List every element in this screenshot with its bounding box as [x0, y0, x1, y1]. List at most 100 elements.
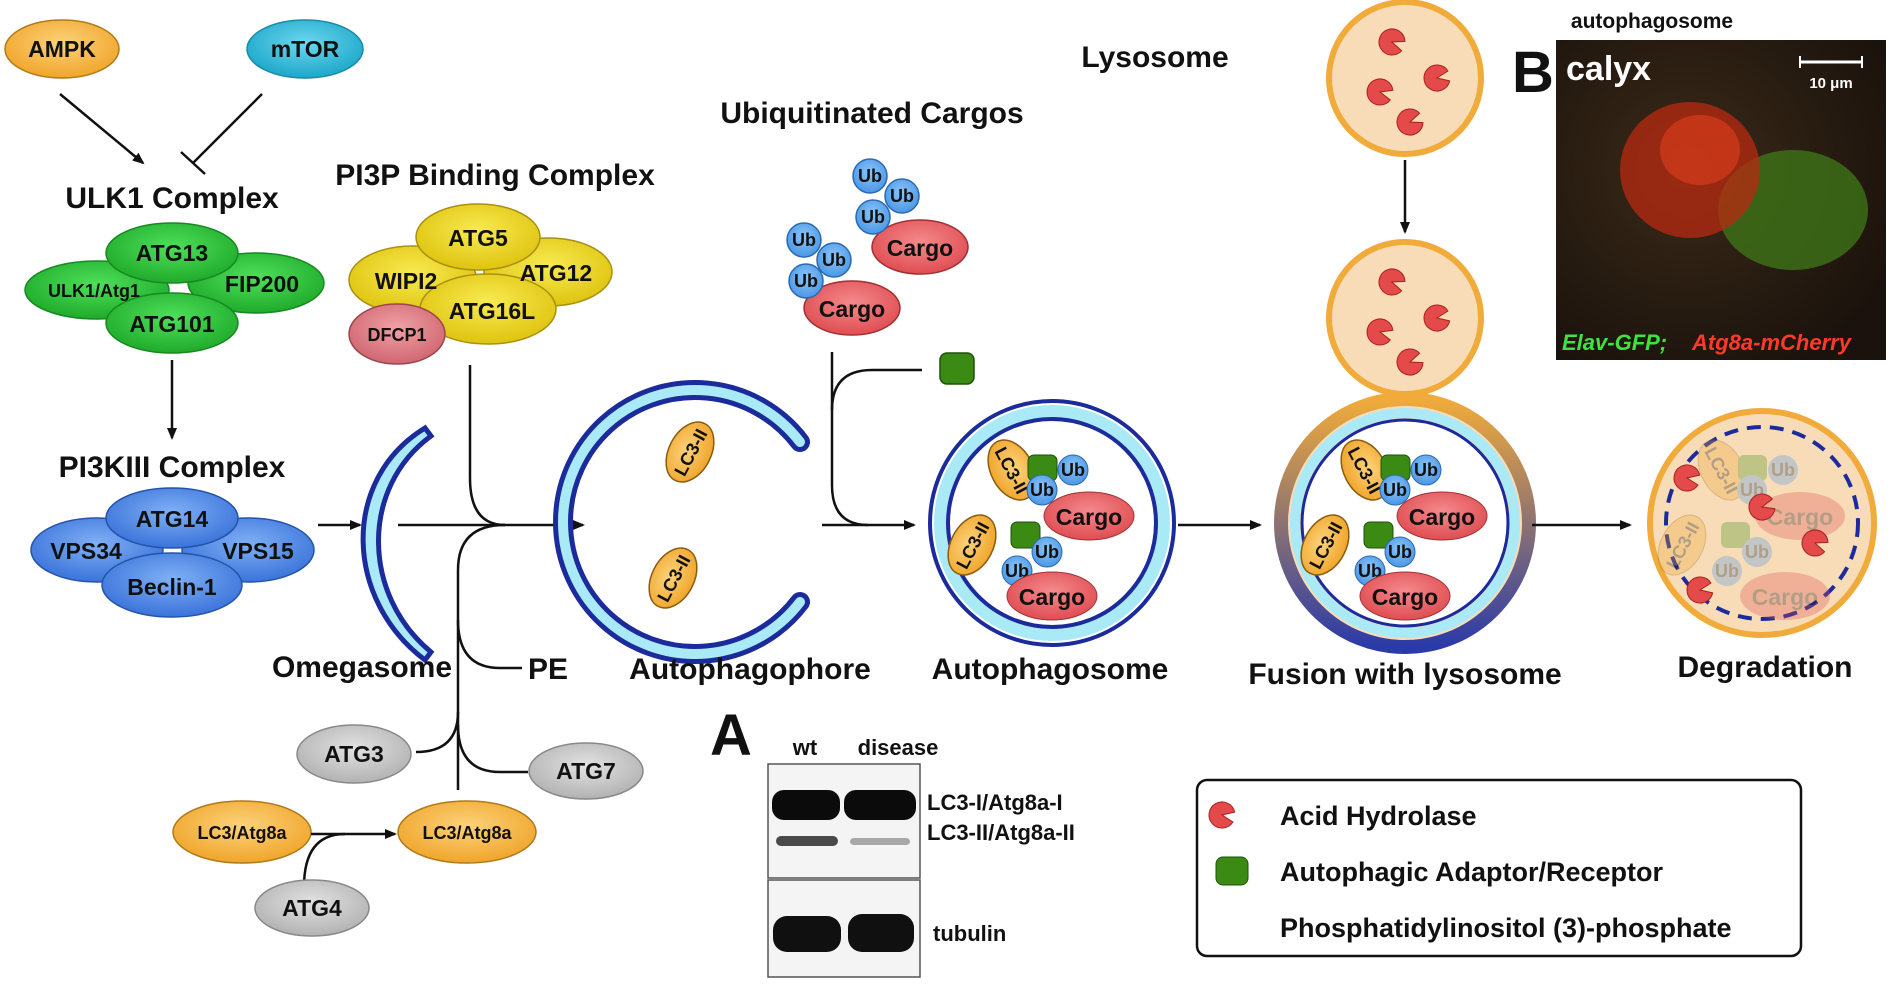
ub-top-1 — [852, 158, 888, 194]
lc3-processed-label: LC3/Atg8a — [422, 823, 512, 843]
fusion-cargo-2 — [1359, 571, 1451, 621]
fusion-ub-1b — [1379, 474, 1411, 506]
autophagosome-ub-2b-label: Ub — [1005, 561, 1029, 581]
autophagosome-cargo-2-label: Cargo — [1019, 584, 1085, 610]
cargo-incoming-line — [830, 352, 869, 527]
atg3-label: ATG3 — [324, 741, 384, 767]
atg4-node — [254, 879, 370, 937]
ulk1-complex-title: ULK1 Complex — [65, 182, 279, 215]
fusion-ub-2a-label: Ub — [1388, 542, 1412, 562]
degraded-adaptor-1 — [1738, 455, 1767, 481]
atg7-label: ATG7 — [556, 758, 616, 784]
degraded-ub-3-label: Ub — [1745, 542, 1769, 562]
vps15-label: VPS15 — [222, 538, 294, 564]
autophagosome-ub-1b-label: Ub — [1030, 480, 1054, 500]
pe-label: PE — [528, 653, 568, 686]
legend-adaptor-receptor: Autophagic Adaptor/Receptor — [1280, 857, 1664, 887]
atg14-node — [105, 487, 239, 549]
blot-lane-disease: disease — [858, 735, 939, 760]
conjugation-main-line — [456, 523, 506, 790]
autophagosome-ub-1a — [1057, 454, 1089, 486]
degraded-cargo-1 — [1755, 492, 1845, 540]
ampk-node — [4, 19, 120, 79]
panel-b-letter: B — [1512, 40, 1554, 105]
autophagosome-ub-1b — [1026, 474, 1058, 506]
fusion-lc3ii-2 — [1300, 514, 1350, 576]
atg12-label: ATG12 — [520, 260, 592, 286]
degraded-adaptor-2 — [1721, 522, 1750, 548]
adaptor-receptor-icon — [1215, 856, 1249, 886]
wipi2-label: WIPI2 — [375, 268, 438, 294]
hydrolase-icon — [1423, 304, 1451, 332]
fusion-adaptor-2 — [1363, 521, 1394, 549]
lysosome-top — [1326, 0, 1484, 157]
autophagosome-ub-2a — [1031, 536, 1063, 568]
blot-label-tubulin: tubulin — [933, 921, 1006, 946]
fusion-label: Fusion with lysosome — [1248, 658, 1561, 691]
fusion-lumen-ring — [1290, 408, 1520, 638]
hydrolase-group — [1366, 28, 1451, 376]
atg101-node — [105, 292, 239, 354]
degraded-cargo-1-label: Cargo — [1767, 504, 1833, 530]
lysosome-label: Lysosome — [1081, 41, 1228, 74]
dfcp1-node — [348, 303, 446, 365]
fusion-ub-2b-label: Ub — [1358, 561, 1382, 581]
hydrolase-icon — [1673, 464, 1701, 492]
degraded-ub-3 — [1742, 537, 1772, 567]
phagophore-lc3ii-1 — [665, 421, 715, 483]
panel-a-letter: A — [710, 703, 752, 768]
ampk-label: AMPK — [28, 36, 96, 62]
degradation-label: Degradation — [1677, 651, 1852, 684]
autophagosome-adaptor-2 — [1010, 521, 1041, 549]
omegasome-label: Omegasome — [272, 651, 452, 684]
ub-bottom-1-label: Ub — [792, 230, 816, 250]
atg3-branch — [415, 711, 460, 754]
atg4-label: ATG4 — [282, 895, 342, 921]
autophagosome-ub-1a-label: Ub — [1061, 460, 1085, 480]
blot-label-lc3ii: LC3-II/Atg8a-II — [927, 820, 1075, 845]
atg14-label: ATG14 — [136, 506, 209, 532]
blot-band-tubulin-disease — [848, 914, 914, 952]
dfcp1-label: DFCP1 — [367, 325, 426, 345]
degraded-ub-1 — [1768, 455, 1798, 485]
blot-band-lc3i-wt — [772, 790, 840, 820]
degraded-contents: LC3-II Ub Ub Cargo LC3-II Ub Ub Cargo — [1657, 439, 1845, 620]
adaptor-receptor-square — [939, 352, 975, 385]
blot-label-lc3i: LC3-I/Atg8a-I — [927, 790, 1063, 815]
micrograph-caption-green: Elav-GFP; — [1562, 330, 1667, 355]
micrograph-red-signal-core — [1660, 115, 1740, 185]
legend-box — [1195, 778, 1803, 958]
degraded-ub-1-label: Ub — [1771, 460, 1795, 480]
ub-top-2-label: Ub — [890, 186, 914, 206]
ub-top-3-label: Ub — [861, 207, 885, 227]
atg5-label: ATG5 — [448, 225, 508, 251]
autophagosome-cargo-1 — [1043, 491, 1135, 541]
fusion-complex-1: LC3-II Ub Ub Cargo — [1340, 439, 1488, 541]
mtor-label: mTOR — [271, 36, 340, 62]
ub-top-1-label: Ub — [858, 166, 882, 186]
cargos-title: Ubiquitinated Cargos — [720, 97, 1023, 130]
blot-lane-wt: wt — [792, 735, 818, 760]
autophagosome-cargo-1-label: Cargo — [1056, 504, 1122, 530]
hydrolase-icon — [1801, 529, 1829, 557]
atg101-label: ATG101 — [129, 311, 214, 337]
atg16l-label: ATG16L — [449, 298, 535, 324]
ub-bottom-2 — [816, 242, 852, 278]
vps34-label: VPS34 — [50, 538, 122, 564]
atg7-node — [528, 742, 644, 800]
panel-b-title: autophagosome — [1571, 10, 1733, 33]
degraded-lc3ii-1 — [1697, 439, 1747, 501]
blot-band-lc3ii-disease — [850, 838, 910, 845]
pi3p-complex-title: PI3P Binding Complex — [335, 159, 655, 192]
hydrolase-icon — [1396, 348, 1424, 376]
autophagosome-complex-2: LC3-II Ub Ub Cargo — [947, 514, 1098, 621]
cargo-top-label: Cargo — [887, 235, 953, 261]
ub-top-3 — [855, 199, 891, 235]
lc3-precursor-label: LC3/Atg8a — [197, 823, 287, 843]
fusion-cargo-1-label: Cargo — [1409, 504, 1475, 530]
atg13-label: ATG13 — [136, 240, 208, 266]
atg5-node — [415, 203, 541, 271]
fusion-complex-2: LC3-II Ub Ub Cargo — [1300, 514, 1451, 621]
legend-pi3p: Phosphatidylinositol (3)-phosphate — [1280, 913, 1732, 943]
